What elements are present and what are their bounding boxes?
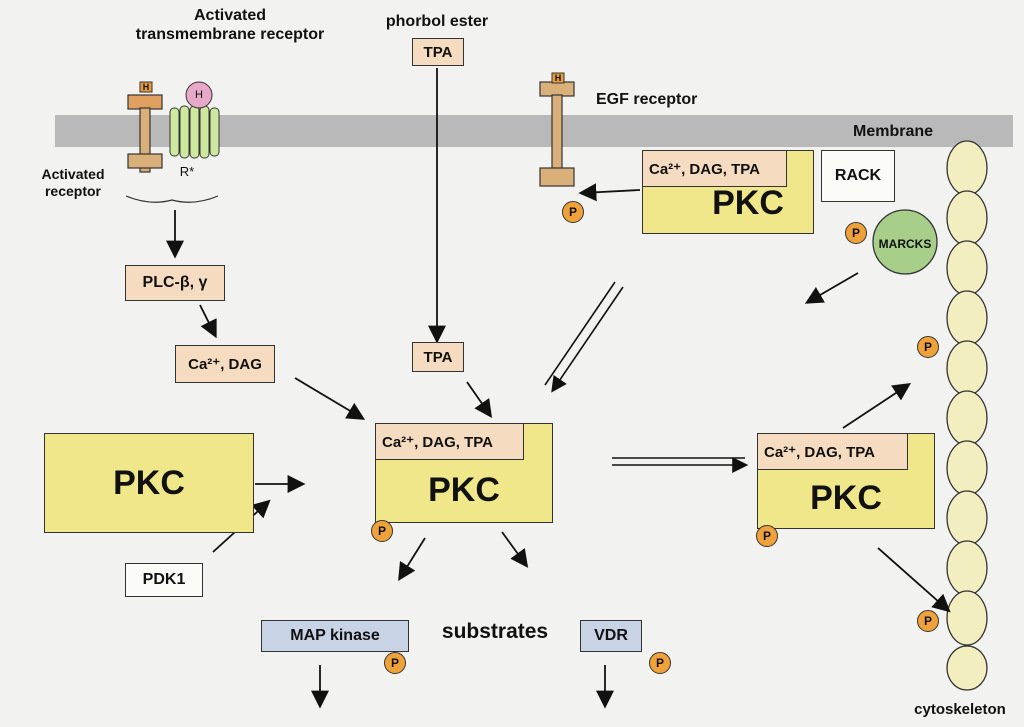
pdk1-box: PDK1 — [125, 563, 203, 597]
h-label-receptor: H — [142, 82, 150, 92]
activated-receptor-icon — [127, 81, 163, 173]
tpa-top-box: TPA — [412, 38, 464, 66]
phosphate-cytoskeleton-1: P — [917, 336, 939, 358]
phosphate-vdr: P — [649, 652, 671, 674]
label-substrates: substrates — [441, 620, 549, 643]
pkc-central-box: Ca²⁺, DAG, TPA PKC — [375, 423, 553, 523]
label-r-star: R* — [179, 164, 195, 179]
rack-box: RACK — [821, 150, 895, 202]
label-activated-receptor: Activated receptor — [41, 166, 105, 199]
cofactor-label: Ca²⁺, DAG, TPA — [758, 434, 908, 470]
pkc-label: PKC — [810, 479, 882, 517]
map-kinase-box: MAP kinase — [261, 620, 409, 652]
label-membrane: Membrane — [852, 123, 934, 140]
phosphate-cytoskeleton-2: P — [917, 610, 939, 632]
ca-dag-box: Ca²⁺, DAG — [175, 345, 275, 383]
plc-box: PLC-β, γ — [125, 265, 225, 301]
pkc-label: PKC — [113, 463, 185, 502]
phosphate-pkc-center: P — [371, 520, 393, 542]
egf-receptor-icon — [539, 72, 575, 187]
label-cytoskeleton: cytoskeleton — [914, 701, 1006, 718]
label-phorbol-ester: phorbol ester — [385, 13, 489, 30]
pkc-label: PKC — [428, 471, 500, 509]
h-label-egf: H — [554, 73, 562, 83]
cofactor-label: Ca²⁺, DAG, TPA — [643, 151, 787, 187]
phosphate-pkc-right: P — [756, 525, 778, 547]
cofactor-label: Ca²⁺, DAG, TPA — [376, 424, 524, 460]
phosphate-marcks: P — [845, 222, 867, 244]
tpa-mid-box: TPA — [412, 342, 464, 372]
pkc-label: PKC — [712, 184, 784, 222]
cytoskeleton-chain — [946, 140, 988, 691]
marcks-circle — [872, 209, 938, 275]
marcks-label: MARCKS — [878, 237, 932, 251]
phosphate-egf: P — [562, 201, 584, 223]
h-label-gprotein: H — [195, 89, 203, 101]
pkc-membrane-box: Ca²⁺, DAG, TPA PKC — [642, 150, 814, 234]
pkc-cytosol-box: Ca²⁺, DAG, TPA PKC — [757, 433, 935, 529]
pkc-inactive-box: PKC — [44, 433, 254, 533]
label-egf-receptor: EGF receptor — [596, 91, 698, 108]
label-activated-transmembrane-receptor: Activated transmembrane receptor — [135, 7, 325, 43]
phosphate-map-kinase: P — [384, 652, 406, 674]
vdr-box: VDR — [580, 620, 642, 652]
g-protein-icon — [169, 81, 220, 159]
